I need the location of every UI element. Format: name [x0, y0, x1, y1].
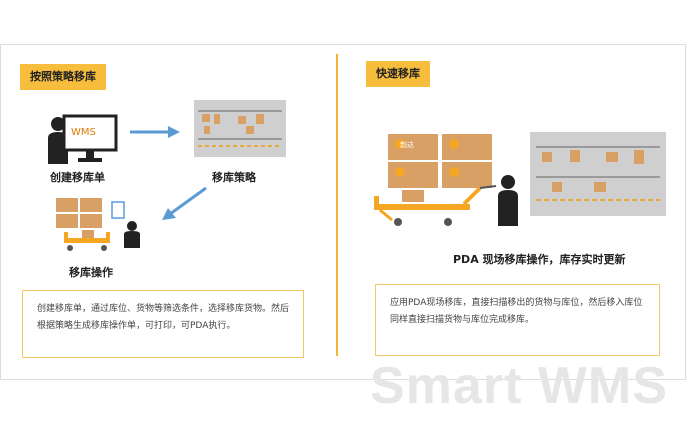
arrow-down-left-icon [162, 186, 207, 220]
moving-cart-icon [56, 198, 140, 251]
step2-label: 移库策略 [212, 171, 256, 184]
left-panel-tag: 按照策略移库 [20, 64, 106, 90]
panel-divider [336, 54, 338, 356]
step1-label: 创建移库单 [50, 171, 105, 184]
operator-person-icon [498, 175, 518, 226]
right-panel-tag: 快速移库 [366, 61, 430, 87]
warehouse-shelf-image-right [530, 132, 666, 216]
computer-operator-icon [48, 114, 118, 164]
box-logo-text: 韵达 [400, 141, 414, 149]
arrow-right-icon [130, 126, 180, 138]
cart-with-boxes-icon [374, 134, 497, 226]
monitor-text: WMS [71, 127, 96, 138]
warehouse-shelf-image [194, 100, 286, 157]
step3-label: 移库操作 [69, 266, 113, 279]
right-description-box: 应用PDA现场移库，直接扫描移出的货物与库位，然后移入库位同样直接扫描货物与库位… [375, 284, 660, 356]
right-caption: PDA 现场移库操作，库存实时更新 [453, 253, 626, 266]
left-description-box: 创建移库单，通过库位、货物等筛选条件，选择移库货物。然后根据策略生成移库操作单，… [22, 290, 304, 358]
watermark: Smart WMS [370, 357, 668, 415]
